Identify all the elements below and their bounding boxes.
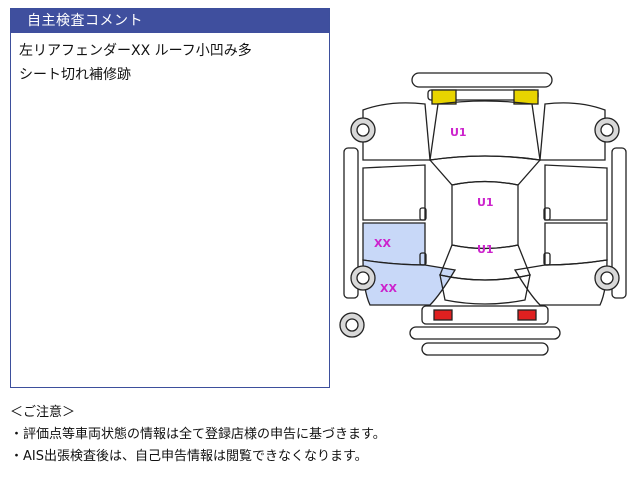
comment-list: 左リアフェンダーXX ルーフ小凹み多 シート切れ補修跡 — [11, 33, 329, 93]
vehicle-damage-diagram: U1 U1 U1 XX XX — [339, 72, 627, 356]
right-side-rail — [611, 147, 627, 299]
comment-line-2: シート切れ補修跡 — [19, 67, 131, 83]
hood — [429, 100, 541, 161]
mark-roof: U1 — [477, 196, 494, 209]
trunk — [439, 274, 531, 305]
door-handle — [419, 207, 427, 221]
panel-title: 自主検査コメント — [11, 9, 329, 33]
inspection-comment-panel: 自主検査コメント 左リアフェンダーXX ルーフ小凹み多 シート切れ補修跡 — [10, 8, 330, 388]
tire-rear-right — [594, 265, 620, 291]
left-side-rail — [343, 147, 359, 299]
front-bumper — [411, 72, 553, 88]
tire-rear-left — [350, 265, 376, 291]
notes-section: ＜ご注意＞ ・評価点等車両状態の情報は全て登録店様の申告に基づきます。 ・AIS… — [10, 402, 386, 468]
rear-tail-panel — [421, 305, 549, 325]
headlight-left — [431, 89, 457, 105]
taillight-left — [433, 309, 453, 321]
damage-area-left-rear-door — [362, 222, 426, 266]
door-handle — [419, 252, 427, 266]
right-rear-door — [544, 222, 608, 266]
right-front-door — [544, 164, 608, 221]
headlight-right — [513, 89, 539, 105]
notes-heading: ＜ご注意＞ — [10, 405, 76, 420]
mark-left-rear-fender: XX — [380, 282, 397, 295]
left-front-door — [362, 164, 426, 221]
tire-front-right — [594, 117, 620, 143]
rear-bumper — [409, 326, 561, 340]
right-front-fender — [539, 102, 606, 161]
spare-tire — [339, 312, 365, 338]
notes-line-1: ・評価点等車両状態の情報は全て登録店様の申告に基づきます。 — [10, 427, 386, 442]
comment-line-1: 左リアフェンダーXX ルーフ小凹み多 — [19, 43, 252, 59]
notes-line-2: ・AIS出張検査後は、自己申告情報は閲覧できなくなります。 — [10, 449, 368, 464]
door-handle — [543, 207, 551, 221]
taillight-right — [517, 309, 537, 321]
roof — [451, 180, 519, 250]
door-handle — [543, 252, 551, 266]
left-front-fender — [362, 102, 431, 161]
tire-front-left — [350, 117, 376, 143]
mark-hood: U1 — [450, 126, 467, 139]
rear-bumper-lower — [421, 342, 549, 356]
windshield — [428, 155, 542, 186]
mark-rear-roof: U1 — [477, 243, 494, 256]
mark-left-rear-door: XX — [374, 237, 391, 250]
